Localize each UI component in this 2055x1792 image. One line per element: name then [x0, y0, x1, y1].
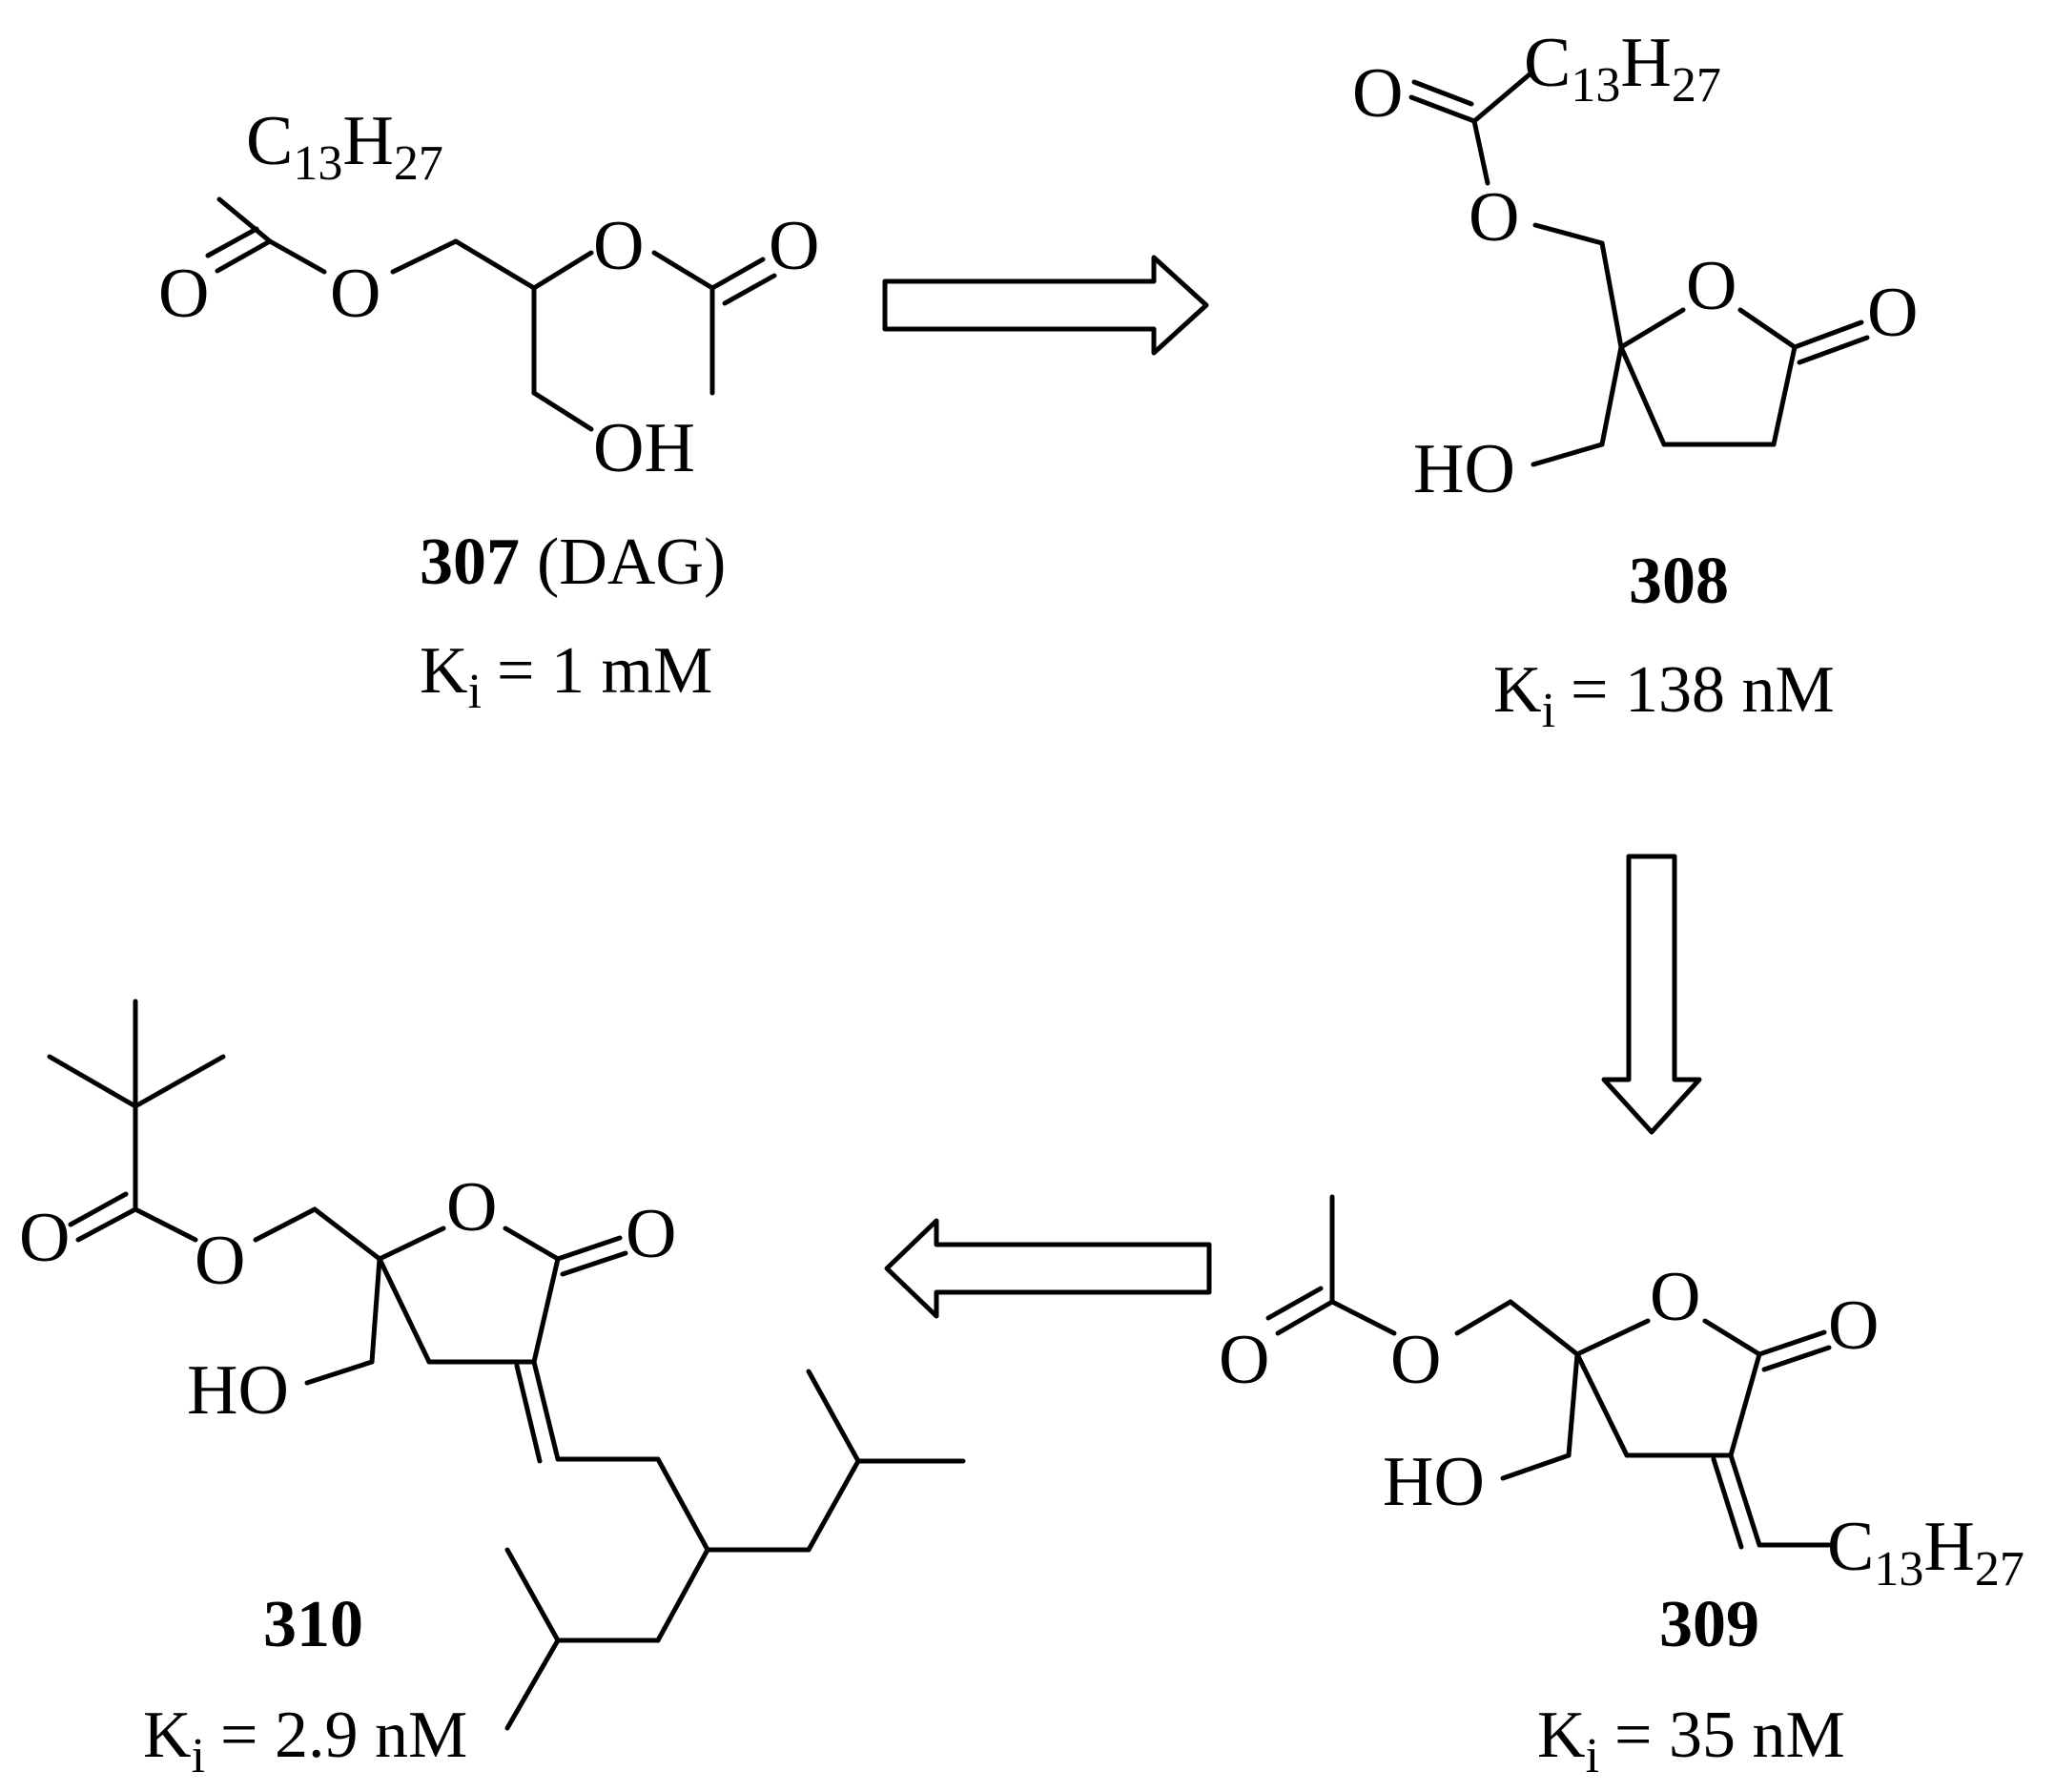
compound-308-label: 308 [1629, 545, 1729, 618]
compound-309-ester-oxygen: O [1390, 1321, 1441, 1399]
compound-307-carbonyl-oxygen-1: O [158, 255, 209, 333]
arrow-down-308-to-309 [1601, 854, 1702, 1135]
compound-308-carbonyl-oxygen-1: O [1352, 54, 1403, 133]
compound-309-ring-oxygen: O [1650, 1258, 1700, 1336]
compound-307-hydroxyl: OH [593, 409, 695, 487]
compound-310-carbonyl-oxygen-1: O [19, 1199, 70, 1277]
compound-309-alkyl-chain: C13H27 [1827, 1508, 2024, 1596]
compound-310-ester-oxygen: O [195, 1222, 245, 1300]
compound-309-hydroxyl: HO [1383, 1443, 1485, 1521]
compound-309-ki: Ki= 35 nM [1537, 1699, 1845, 1783]
compound-309-carbonyl-oxygen-1: O [1219, 1321, 1269, 1399]
compound-307-bonds [205, 196, 777, 432]
compound-309-label: 309 [1659, 1588, 1759, 1661]
compound-308: C13H27 O O O O HO 308 Ki= 138 nM [1352, 24, 1918, 738]
compound-307-ester-oxygen-1: O [330, 255, 380, 333]
compound-307-ester-oxygen-2: O [593, 207, 644, 285]
compound-310-carbonyl-oxygen-2: O [626, 1195, 676, 1273]
compound-309-bonds [1265, 1194, 1832, 1550]
compound-309: O O O O HO C13H27 309 Ki= 35 nM [1219, 1194, 2024, 1783]
compound-308-ester-oxygen: O [1469, 178, 1519, 257]
compound-310-bonds [47, 999, 966, 1731]
compound-307: C13H27 O O O O OH 307(DAG) Ki= 1 mM [158, 102, 819, 719]
compound-310-label: 310 [263, 1588, 363, 1661]
compound-307-acyl-chain: C13H27 [246, 102, 443, 191]
compound-309-carbonyl-oxygen-2: O [1828, 1287, 1879, 1365]
compound-308-hydroxyl: HO [1413, 430, 1515, 508]
compound-307-label: 307(DAG) [420, 525, 726, 599]
compound-308-bonds [1408, 72, 1870, 467]
compound-307-carbonyl-oxygen-2: O [769, 207, 819, 285]
arrow-left-309-to-310 [884, 1218, 1212, 1319]
compound-310-ki: Ki= 2.9 nM [143, 1699, 467, 1783]
compound-308-ring-oxygen: O [1686, 247, 1736, 325]
compound-310-ring-oxygen: O [446, 1168, 497, 1246]
compound-310: O O O O HO 310 Ki= 2.9 nM [19, 999, 966, 1783]
compound-308-carbonyl-oxygen-2: O [1867, 274, 1918, 352]
compound-310-hydroxyl: HO [187, 1351, 289, 1430]
compound-308-ki: Ki= 138 nM [1493, 653, 1835, 738]
arrow-right-307-to-308 [882, 255, 1209, 356]
compound-307-ki: Ki= 1 mM [420, 634, 712, 719]
compound-308-acyl-chain: C13H27 [1524, 24, 1721, 113]
